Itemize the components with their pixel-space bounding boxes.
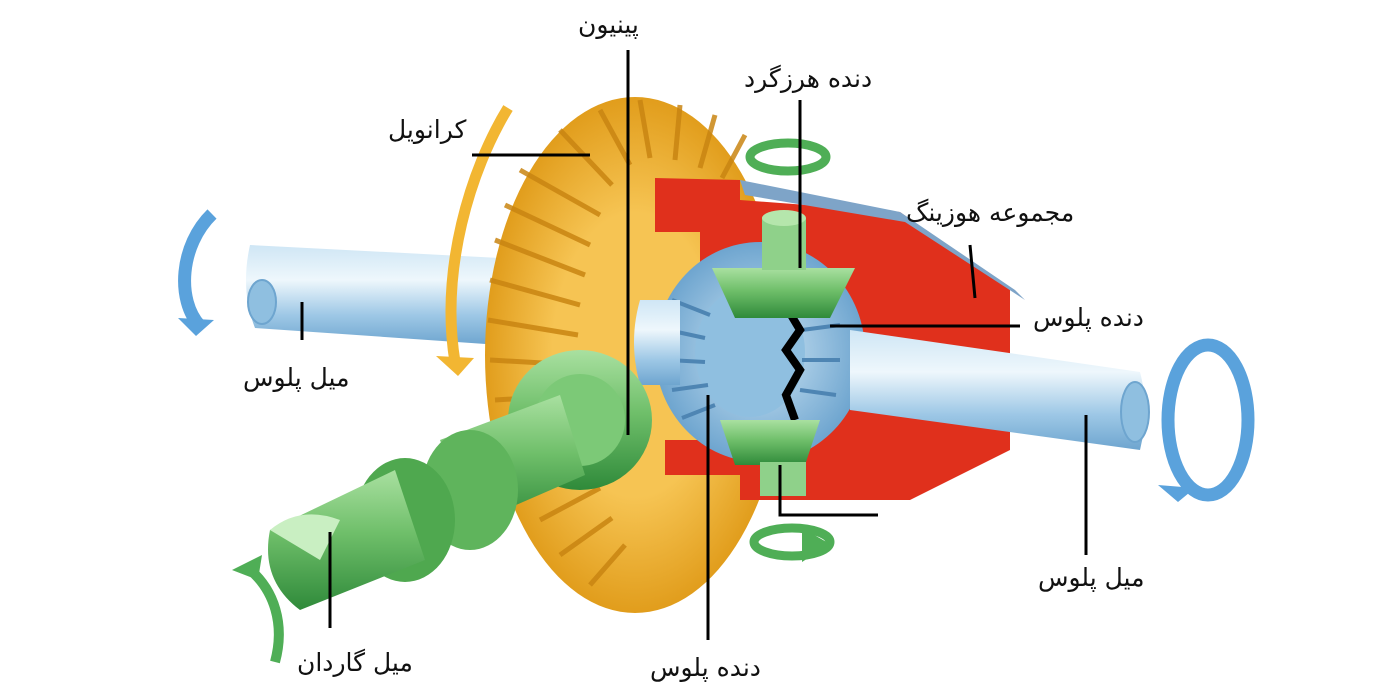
label-pinion: پینیون [578, 10, 639, 39]
label-side-gear-right: دنده پلوس [1033, 303, 1144, 332]
right-axle-shaft [634, 300, 1150, 450]
label-axle-right: میل پلوس [1038, 563, 1145, 592]
label-side-gear-bottom: دنده پلوس [650, 653, 761, 682]
leader-spider-gear-bottom [778, 465, 878, 517]
rotation-arrow-right-axle-icon [1158, 338, 1255, 502]
label-axle-left: میل پلوس [243, 363, 350, 392]
label-housing-assembly: مجموعه هوزینگ [906, 198, 1075, 227]
rotation-arrow-left-axle-icon [178, 209, 217, 336]
leader-housing [968, 244, 977, 299]
rotation-arrow-ring-gear-icon [436, 105, 513, 376]
leader-lines [300, 50, 1088, 640]
label-driveshaft: میل گاردان [297, 648, 413, 677]
label-spider-gear: دنده هرزگرد [744, 64, 873, 93]
rotation-arrow-spider-bottom-icon [749, 523, 835, 562]
rotation-arrow-spider-top-icon [745, 138, 831, 176]
left-axle-shaft [246, 245, 500, 345]
driveshaft-universal-joint [268, 395, 585, 610]
rotation-arrow-driveshaft-icon [232, 555, 284, 664]
label-ring-gear: کرانویل [388, 115, 467, 144]
spider-gear-bottom [720, 420, 820, 496]
